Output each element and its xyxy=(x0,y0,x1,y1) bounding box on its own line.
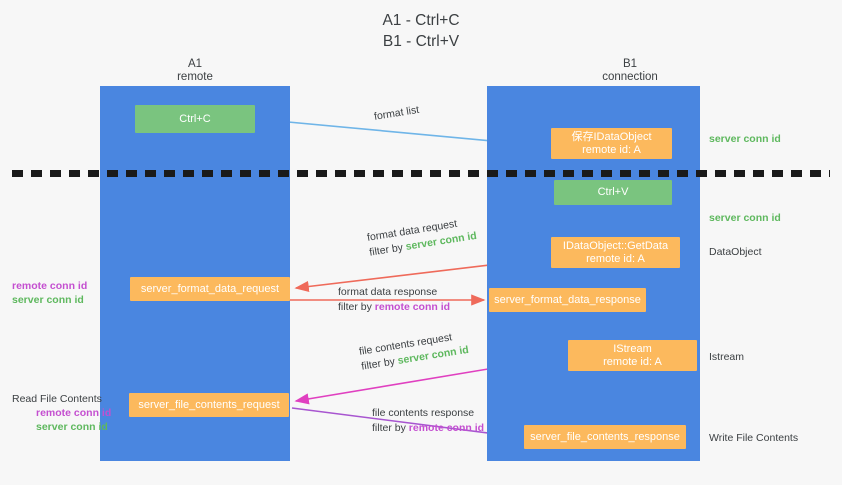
legend-server-conn-id: server conn id xyxy=(12,294,84,306)
title-line-2: B1 - Ctrl+V xyxy=(382,33,460,50)
legend-server-conn-id: server conn id xyxy=(36,421,108,433)
label-format-data-response-text: format data response xyxy=(338,286,438,298)
arrow-file-contents-response xyxy=(291,407,521,441)
side-label-server-conn-id-mid: server conn id xyxy=(709,212,781,224)
remote-conn-id-token: remote conn id xyxy=(374,301,451,313)
column-header-a1: A1 remote xyxy=(120,58,270,84)
column-b1-name: B1 xyxy=(622,58,638,70)
column-header-b1: B1 connection xyxy=(555,58,705,84)
filter-by-prefix: filter by xyxy=(372,422,409,434)
label-file-contents-response-filter: filter by remote conn id xyxy=(372,421,484,436)
box-ctrl-v-label: Ctrl+V xyxy=(597,186,629,198)
legend-remote-conn-id: remote conn id xyxy=(12,280,88,292)
label-format-data-response-filter: filter by remote conn id xyxy=(338,300,450,315)
box-getdata-line1: IDataObject::GetData xyxy=(562,239,669,252)
side-label-server-conn-id-top: server conn id xyxy=(709,133,781,145)
box-idataobject[interactable]: 保存IDataObject remote id: A xyxy=(551,128,672,159)
title-line-1: A1 - Ctrl+C xyxy=(382,12,460,29)
dashed-divider xyxy=(12,170,830,177)
box-ctrl-c[interactable]: Ctrl+C xyxy=(135,105,255,133)
legend-conn-ids-upper: remote conn id server conn id xyxy=(12,279,87,307)
box-idataobject-getdata[interactable]: IDataObject::GetData remote id: A xyxy=(551,237,680,268)
box-istream-line1: IStream xyxy=(613,342,652,355)
legend-read-file-contents-title: Read File Contents xyxy=(12,393,102,405)
box-server-file-contents-response[interactable]: server_file_contents_response xyxy=(524,425,686,449)
remote-conn-id-token: remote conn id xyxy=(408,422,485,434)
label-file-contents-response: file contents response filter by remote … xyxy=(372,406,484,436)
box-server-format-data-request[interactable]: server_format_data_request xyxy=(130,277,290,301)
box-istream-line2: remote id: A xyxy=(603,355,662,368)
filter-by-prefix: filter by xyxy=(338,301,375,313)
box-ctrl-v[interactable]: Ctrl+V xyxy=(554,180,672,205)
side-label-istream: Istream xyxy=(709,351,745,363)
side-label-write-file-contents: Write File Contents xyxy=(709,432,799,444)
box-ctrl-c-label: Ctrl+C xyxy=(179,112,211,125)
column-a1-role: remote xyxy=(177,71,213,83)
page-title: A1 - Ctrl+C B1 - Ctrl+V xyxy=(0,10,842,52)
legend-read-file-contents: Read File Contents remote conn id server… xyxy=(12,392,111,434)
legend-remote-conn-id: remote conn id xyxy=(36,407,112,419)
label-file-contents-response-text: file contents response xyxy=(372,407,475,419)
box-getdata-line2: remote id: A xyxy=(586,252,645,265)
box-server-file-contents-response-label: server_file_contents_response xyxy=(530,430,680,443)
box-server-file-contents-request-label: server_file_contents_request xyxy=(138,398,280,411)
box-server-format-data-response-label: server_format_data_response xyxy=(494,293,641,306)
column-b1-role: connection xyxy=(602,71,658,83)
label-format-data-response: format data response filter by remote co… xyxy=(338,285,450,315)
box-idataobject-line1: 保存IDataObject xyxy=(571,130,652,143)
box-server-format-data-request-label: server_format_data_request xyxy=(140,282,280,295)
box-idataobject-line2: remote id: A xyxy=(582,143,641,156)
box-server-format-data-response[interactable]: server_format_data_response xyxy=(489,288,646,312)
box-server-file-contents-request[interactable]: server_file_contents_request xyxy=(129,393,289,417)
box-istream[interactable]: IStream remote id: A xyxy=(568,340,697,371)
column-a1-name: A1 xyxy=(187,58,203,70)
side-label-dataobject: DataObject xyxy=(709,246,762,258)
